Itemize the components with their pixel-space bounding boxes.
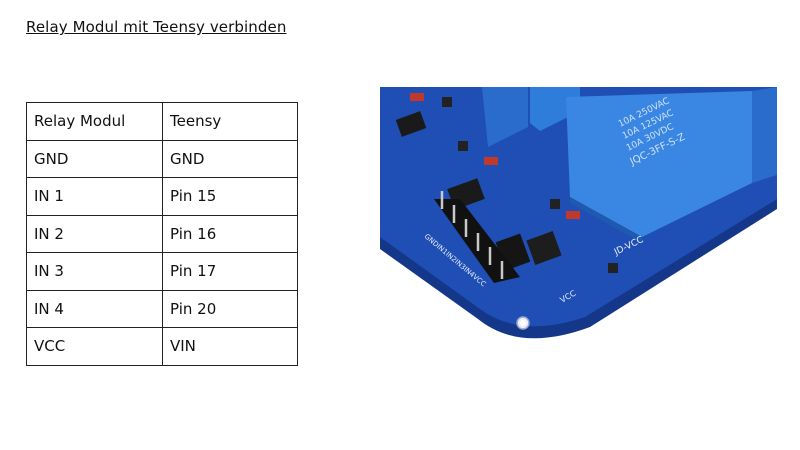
table-row: IN 1 Pin 15 [26,177,298,216]
relay-side [752,87,777,183]
table-row: IN 4 Pin 20 [26,289,298,328]
led [484,157,498,165]
relay-partial [482,87,528,147]
table-cell: IN 3 [26,252,163,291]
table-cell: Pin 15 [162,177,298,216]
table-cell: GND [162,139,298,178]
table-cell: IN 4 [26,289,163,328]
table-cell: Pin 16 [162,214,298,253]
table-cell: VCC [26,327,163,366]
pin-mapping-table: Relay Modul Teensy GND GND IN 1 Pin 15 I… [26,102,298,366]
table-header-cell: Relay Modul [26,102,163,141]
table-cell: Pin 20 [162,289,298,328]
relay-module-illustration: 10A 250VAC 10A 125VAC 10A 30VDC JQC-3FF-… [380,87,777,339]
header-pins [440,191,504,279]
table-row: GND GND [26,139,298,178]
table-cell: Pin 17 [162,252,298,291]
table-cell: IN 2 [26,214,163,253]
smd-component [458,141,468,151]
relay-shadow [570,197,642,243]
led [566,211,580,219]
jumper-block [526,230,562,266]
smd-component [550,199,560,209]
table-cell: GND [26,139,163,178]
smd-component [608,263,618,273]
relay-body [566,91,752,237]
table-row: Relay Modul Teensy [26,102,298,141]
mounting-hole-inner [520,320,526,326]
table-header-cell: Teensy [162,102,298,141]
page-title: Relay Modul mit Teensy verbinden [26,18,287,36]
optocoupler-chip [395,111,427,137]
relay-module-photo: 10A 250VAC 10A 125VAC 10A 30VDC JQC-3FF-… [380,87,777,353]
smd-component [442,97,452,107]
table-row: IN 2 Pin 16 [26,214,298,253]
table-cell: VIN [162,327,298,366]
table-row: IN 3 Pin 17 [26,252,298,291]
table-cell: IN 1 [26,177,163,216]
led [410,93,424,101]
table-row: VCC VIN [26,327,298,366]
